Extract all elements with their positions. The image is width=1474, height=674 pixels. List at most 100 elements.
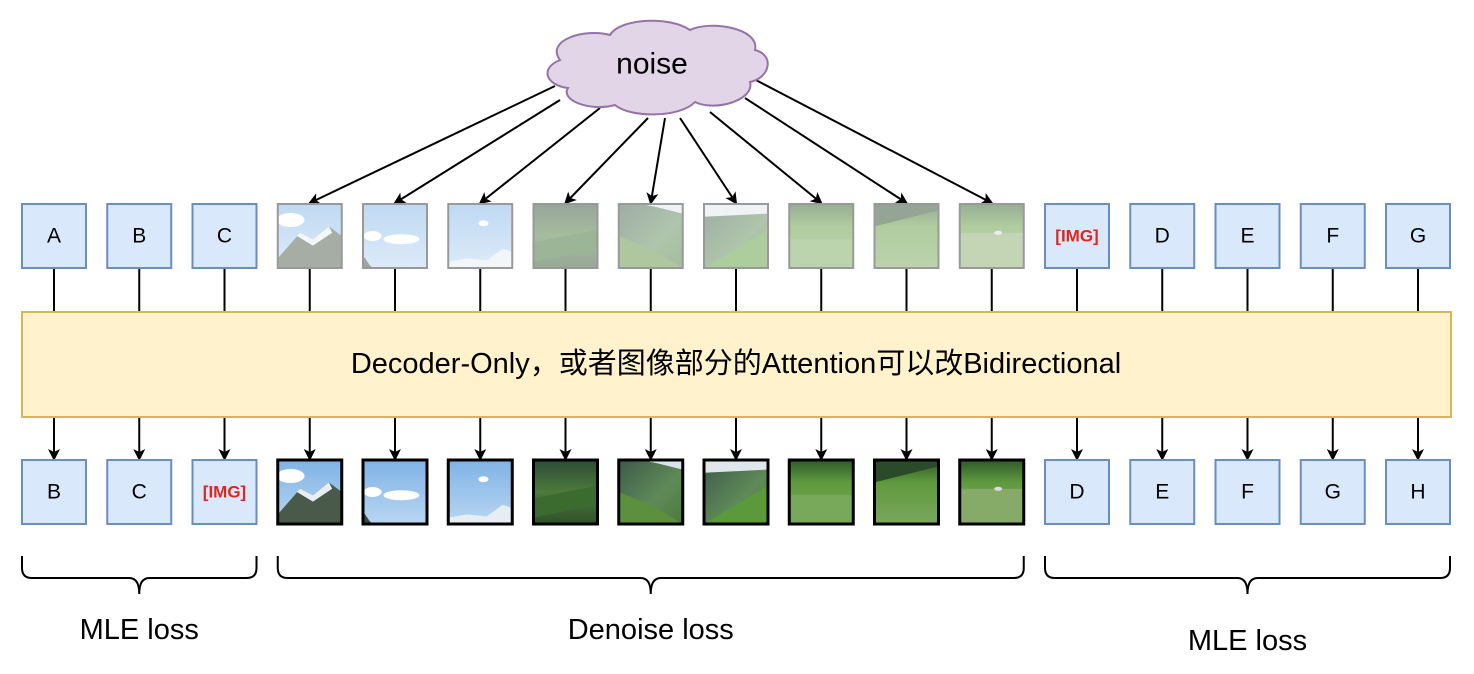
image-tile-border [446, 458, 514, 526]
image-tile-border [958, 458, 1026, 526]
image-content [959, 460, 1024, 524]
image-tile-border [702, 458, 770, 526]
text-token-box [1129, 203, 1196, 269]
image-content [959, 204, 1024, 268]
image-tile-border [532, 203, 599, 269]
token-label: F [1241, 481, 1254, 504]
token-label: D [1069, 481, 1084, 504]
image-tile-border [703, 203, 769, 269]
image-tile-border [788, 203, 855, 269]
noise-arrow [709, 111, 823, 205]
input-token-16: G [1385, 203, 1451, 269]
image-content [789, 204, 854, 268]
text-token-box [106, 203, 173, 269]
text-token-box [1214, 459, 1281, 525]
token-label: C [132, 481, 147, 504]
noise-cloud: noise [546, 19, 769, 116]
loss-label: MLE loss [80, 614, 199, 646]
image-content [704, 204, 768, 268]
text-token-box [191, 203, 258, 269]
image-content [789, 460, 854, 524]
noise-arrow [307, 85, 556, 205]
token-label: F [1326, 225, 1339, 248]
input-token-6 [532, 203, 599, 269]
token-label: G [1325, 481, 1341, 504]
input-token-5 [447, 203, 514, 269]
text-token-box [21, 203, 87, 269]
img-token-box [191, 459, 258, 525]
image-content [618, 204, 683, 268]
input-token-row: A B C [IMG] D E F G [21, 203, 1451, 269]
image-content [363, 204, 427, 268]
text-token-box [1385, 203, 1451, 269]
image-tile-border [361, 458, 429, 526]
input-token-0: A [21, 203, 87, 269]
image-content [448, 204, 513, 268]
text-token-box [1129, 459, 1196, 525]
image-content [618, 460, 683, 524]
output-token-15: G [1299, 459, 1366, 525]
output-token-9 [787, 458, 855, 526]
output-token-11 [958, 458, 1026, 526]
loss-brace [1044, 556, 1451, 595]
noise-arrow [751, 77, 994, 204]
image-content [533, 204, 598, 268]
output-token-4 [361, 458, 429, 526]
input-token-14: E [1214, 203, 1281, 269]
input-token-3 [276, 203, 343, 269]
output-arrows [48, 417, 1424, 461]
loss-label: MLE loss [1188, 625, 1307, 657]
input-token-1: B [106, 203, 173, 269]
loss-brace [21, 556, 258, 595]
input-token-11 [958, 203, 1025, 269]
noise-arrow [679, 117, 738, 205]
model-bar-label: Decoder-Only，或者图像部分的Attention可以改Bidirect… [351, 347, 1121, 380]
output-token-2: [IMG] [191, 459, 258, 525]
output-token-5 [446, 458, 514, 526]
token-label: [IMG] [1055, 227, 1098, 246]
input-token-2: C [191, 203, 258, 269]
output-token-row: B C [IMG] D E F G H [21, 458, 1451, 526]
noise-arrow [646, 117, 666, 205]
token-label: B [132, 225, 146, 248]
image-tile-border [532, 458, 599, 526]
image-content [448, 460, 513, 524]
text-token-box [1044, 459, 1110, 525]
output-token-8 [702, 458, 770, 526]
output-token-1: C [106, 459, 173, 525]
model-bar-rect [21, 311, 1452, 418]
output-token-12: D [1044, 459, 1110, 525]
noise-arrow [478, 107, 601, 205]
token-label: C [217, 225, 232, 248]
token-label: H [1410, 481, 1425, 504]
output-token-7 [617, 458, 685, 526]
text-token-box [21, 459, 87, 525]
noise-arrows [307, 77, 994, 205]
image-tile-border [873, 458, 940, 526]
image-content [704, 460, 768, 524]
output-token-10 [873, 458, 940, 526]
noise-arrow [393, 99, 561, 205]
image-tile-border [958, 203, 1025, 269]
input-token-13: D [1129, 203, 1196, 269]
image-tile-border [873, 203, 940, 269]
input-token-15: F [1299, 203, 1366, 269]
token-label: G [1410, 225, 1426, 248]
token-label: D [1155, 225, 1170, 248]
output-token-16: H [1385, 459, 1451, 525]
image-tile-border [276, 458, 344, 526]
token-label: E [1155, 481, 1169, 504]
img-token-box [1044, 203, 1110, 269]
input-token-10 [873, 203, 940, 269]
image-content [277, 460, 342, 524]
output-token-0: B [21, 459, 87, 525]
token-label: E [1240, 225, 1254, 248]
token-label: B [47, 481, 61, 504]
image-tile-border [362, 203, 428, 269]
output-token-14: F [1214, 459, 1281, 525]
cloud-label: noise [616, 48, 688, 81]
model-bar: Decoder-Only，或者图像部分的Attention可以改Bidirect… [21, 311, 1452, 418]
input-token-7 [617, 203, 684, 269]
